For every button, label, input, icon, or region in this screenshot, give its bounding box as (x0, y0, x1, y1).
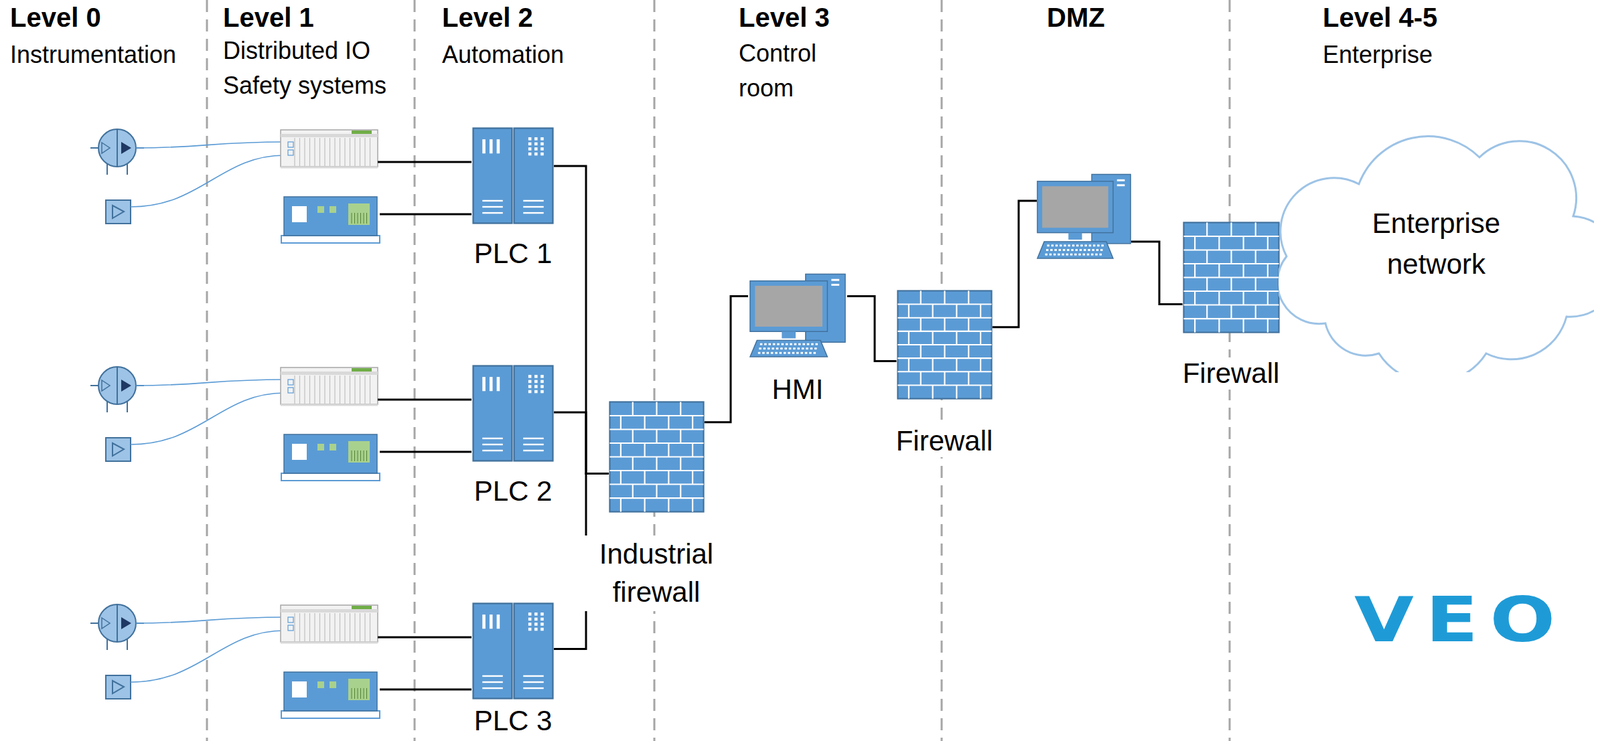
node-label-row: PLC 2 (425, 475, 601, 508)
cloud-text-area: Enterprise network (1278, 122, 1594, 373)
network-link (847, 296, 897, 362)
level-heading: Level 2 (442, 1, 534, 34)
level-heading: Level 3 (738, 1, 830, 34)
device-icon (896, 289, 993, 400)
level-subtitle: Enterprise (1322, 40, 1433, 69)
device-node: PLC 1 (425, 127, 601, 270)
device-icon (472, 602, 554, 700)
device-node: Firewall (857, 289, 1032, 458)
node-label: Enterprise network (1359, 203, 1514, 286)
device-node: PLC 3 (425, 602, 601, 738)
device-icon (748, 273, 848, 359)
node-label: PLC 3 (471, 705, 556, 738)
node-label: Firewall (1180, 357, 1283, 390)
level-heading: Level 0 (10, 1, 102, 34)
level-subtitle: Automation (442, 40, 564, 69)
node-label-row: HMI (710, 373, 885, 406)
node-label-row: Firewall (857, 425, 1032, 458)
device-icon (608, 401, 705, 514)
device-node: Industrial firewall (569, 401, 744, 612)
node-label: PLC 1 (471, 237, 556, 270)
node-label: Firewall (893, 425, 996, 458)
node-label: Industrial firewall (576, 535, 737, 612)
network-link (704, 296, 749, 423)
level-heading: Level 4-5 (1322, 1, 1438, 34)
device-node: PLC 2 (425, 365, 601, 508)
level-heading: Level 1 (223, 1, 315, 34)
network-link (553, 166, 609, 475)
node-label-row: Firewall (1143, 357, 1319, 390)
node-label-row: PLC 3 (425, 705, 601, 738)
level-subtitle: Distributed IO (223, 36, 371, 65)
device-node: HMI (710, 273, 885, 406)
network-link (992, 200, 1183, 328)
node-label-row: Industrial firewall (569, 535, 744, 612)
level-heading: DMZ (1046, 1, 1106, 34)
node-label: PLC 2 (471, 475, 556, 508)
device-icon (472, 365, 554, 463)
level-subtitle: Instrumentation (10, 40, 177, 69)
level-subtitle: Control room (738, 36, 846, 106)
device-icon (1182, 221, 1280, 334)
cloud-node: Enterprise network (1278, 122, 1594, 373)
logo-text: VEO (1354, 584, 1568, 658)
node-label-row: PLC 1 (425, 237, 601, 270)
level-subtitle: Safety systems (223, 70, 387, 100)
cloud-shape (1278, 122, 1594, 373)
node-label: HMI (769, 373, 827, 406)
device-icon (472, 127, 554, 225)
network-link (553, 412, 609, 475)
